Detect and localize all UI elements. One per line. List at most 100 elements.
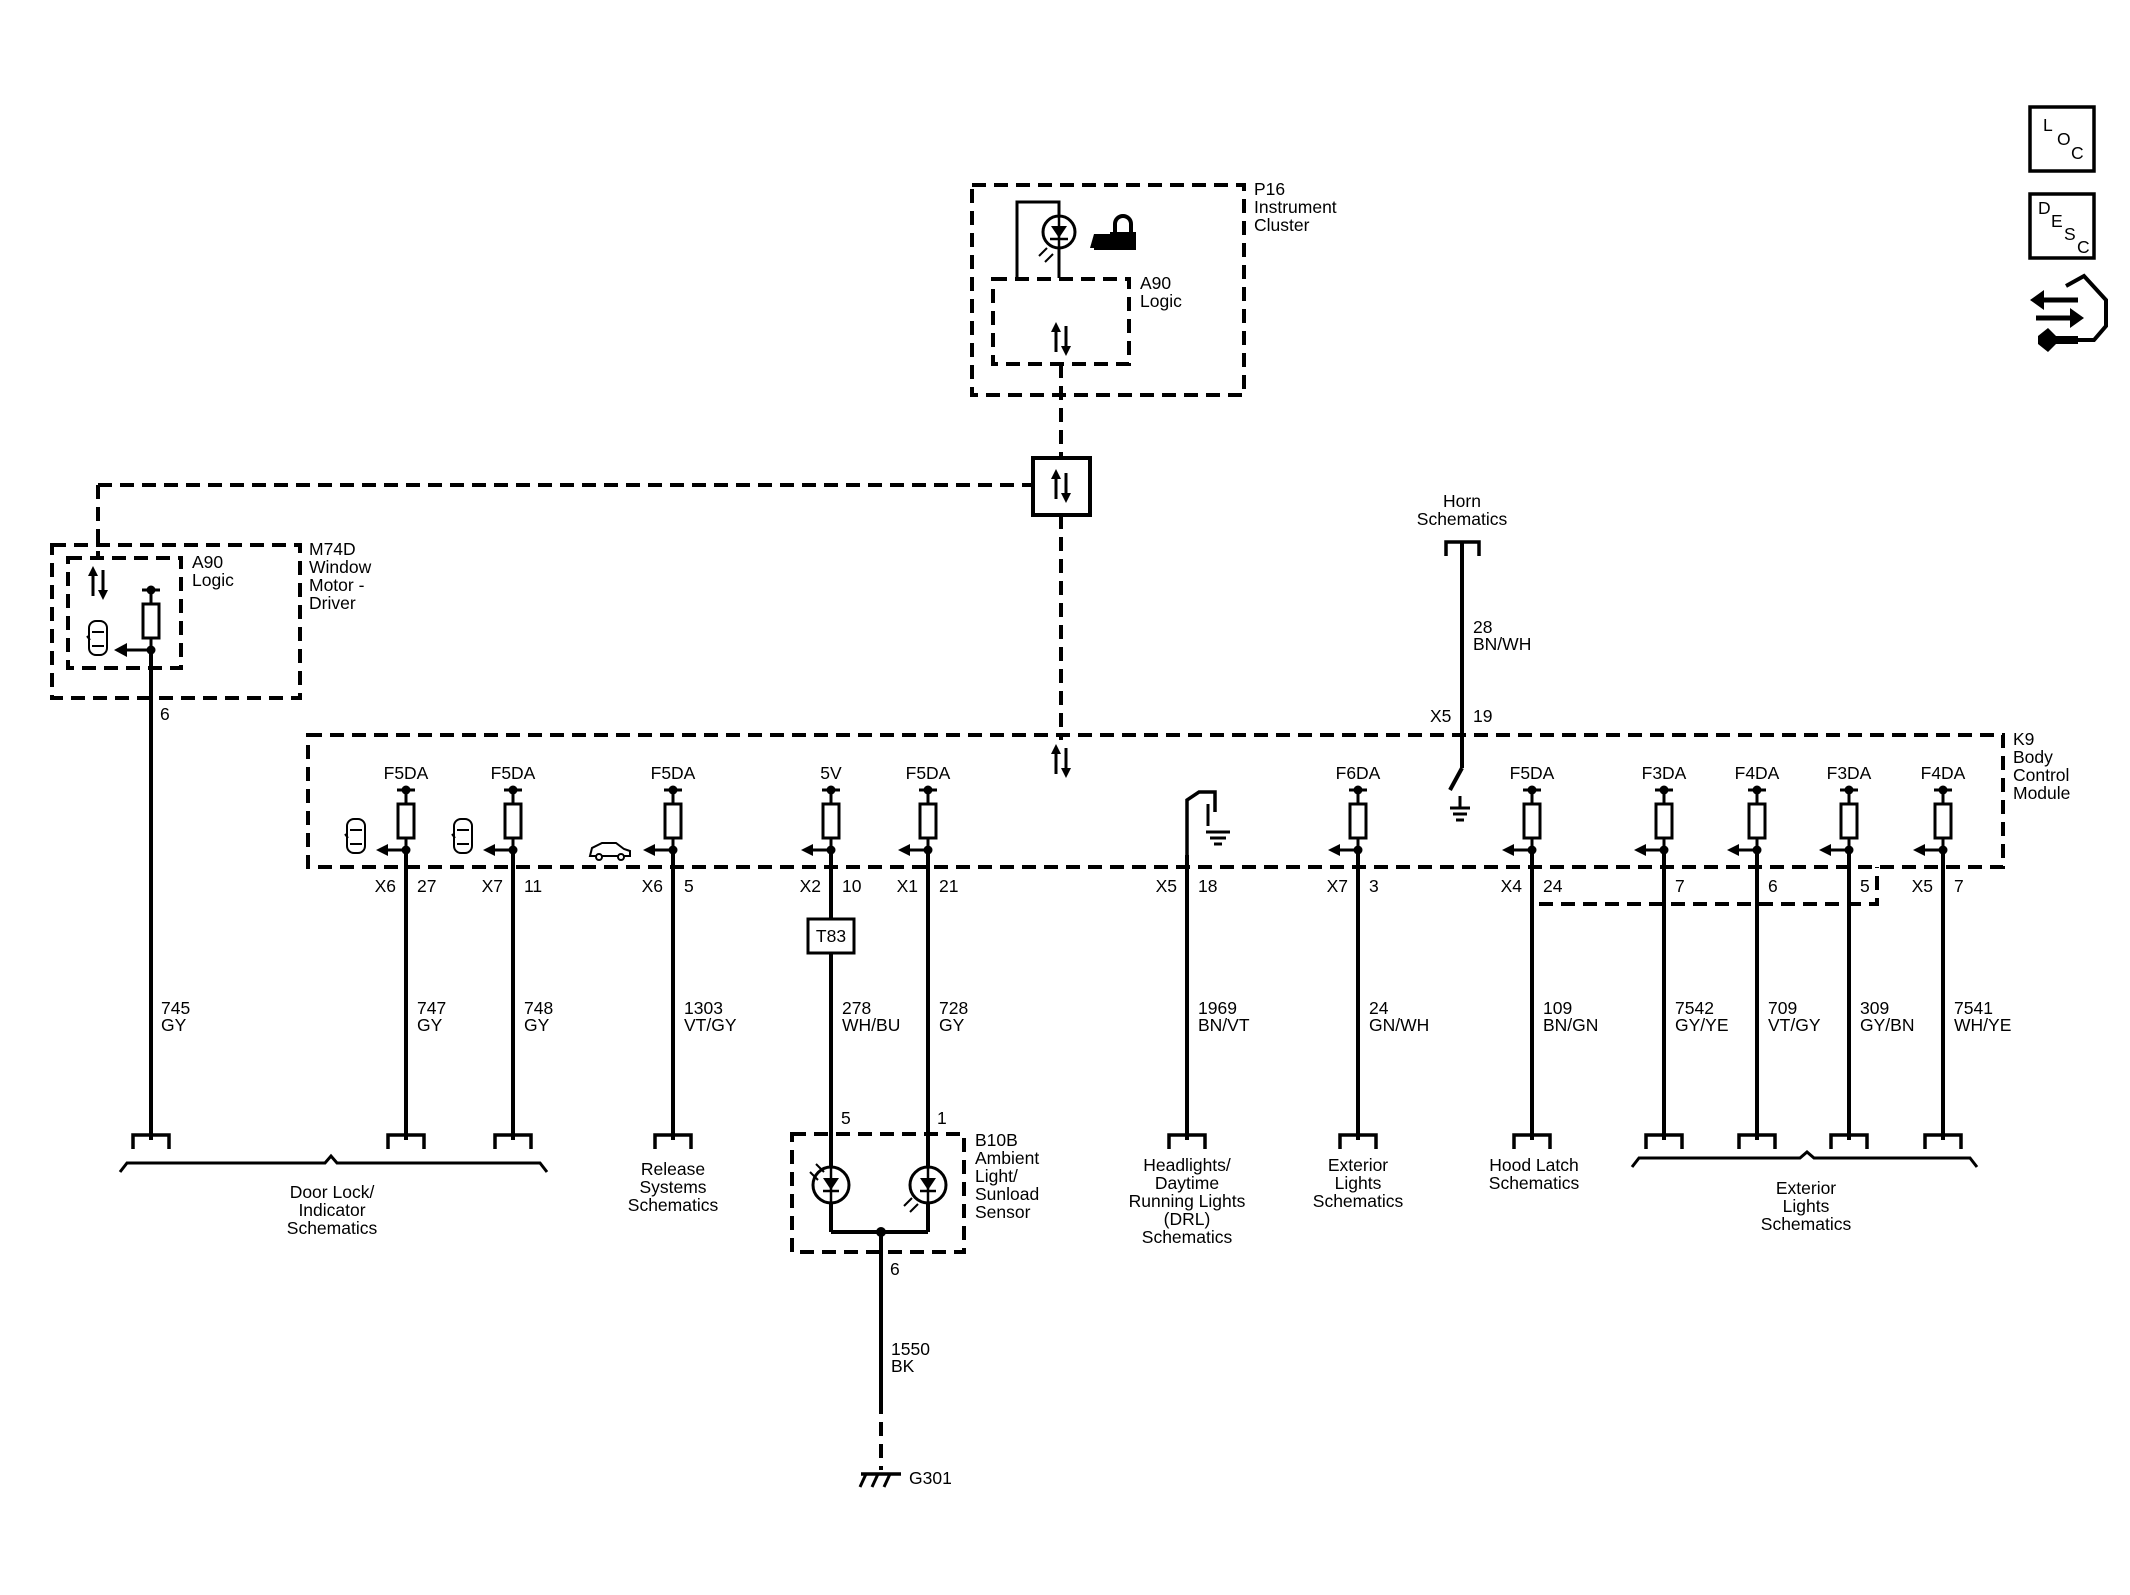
loc-button[interactable]: L O C <box>2028 105 2096 173</box>
svg-text:Instrument: Instrument <box>1254 197 1337 217</box>
fuse-icon <box>1653 784 1675 856</box>
svg-text:Schematics: Schematics <box>1489 1173 1580 1193</box>
wire-color: GN/WH <box>1369 1015 1429 1035</box>
pin-label: 5 <box>1860 876 1870 896</box>
svg-text:1550: 1550 <box>891 1339 930 1359</box>
svg-text:L: L <box>2043 115 2053 135</box>
exterior-lights-schematics-link[interactable]: Exterior Lights Schematics <box>1761 1178 1852 1234</box>
b10b-ambient-light-sunload-sensor[interactable]: B10B Ambient Light/ Sunload Sensor 5 1 <box>790 1108 1039 1254</box>
output-arrow-icon <box>483 844 495 856</box>
svg-text:Schematics: Schematics <box>287 1218 378 1238</box>
fuse-icon <box>1521 784 1543 856</box>
svg-text:Window: Window <box>309 557 372 577</box>
circuit-number: 709 <box>1768 998 1797 1018</box>
svg-text:GY: GY <box>161 1015 187 1035</box>
svg-text:Headlights/: Headlights/ <box>1143 1155 1231 1175</box>
driver-supply-label: F3DA <box>1642 763 1687 783</box>
output-arrow-icon <box>643 844 655 856</box>
photodiode-icon <box>908 1165 948 1205</box>
svg-text:Exterior: Exterior <box>1776 1178 1836 1198</box>
release-systems-schematics-link[interactable]: Release Systems Schematics <box>628 1159 719 1215</box>
output-arrow-icon <box>801 844 813 856</box>
svg-text:Sensor: Sensor <box>975 1202 1031 1222</box>
svg-text:Ambient: Ambient <box>975 1148 1039 1168</box>
circuit-number: 278 <box>842 998 871 1018</box>
connector-label: X5 <box>1156 876 1177 896</box>
svg-text:Control: Control <box>2013 765 2069 785</box>
fuse-icon <box>502 784 524 856</box>
wire-color: VT/GY <box>1768 1015 1821 1035</box>
door-lock-indicator-schematics-link[interactable]: Door Lock/ Indicator Schematics <box>287 1182 378 1238</box>
svg-text:Door Lock/: Door Lock/ <box>290 1182 375 1202</box>
svg-text:Exterior: Exterior <box>1328 1155 1388 1175</box>
circuit-number: 747 <box>417 998 446 1018</box>
serial-data-icon <box>1049 742 1073 780</box>
driver-supply-label: 5V <box>820 763 842 783</box>
circuit-number: 748 <box>524 998 553 1018</box>
p16-instrument-cluster[interactable]: P16 Instrument Cluster A90 Logic <box>970 179 1337 397</box>
pin-label: 21 <box>939 876 958 896</box>
m74d-window-motor-driver[interactable]: M74D Window Motor - Driver A90 Logic <box>50 539 372 700</box>
hood-latch-schematics-link[interactable]: Hood Latch Schematics <box>1489 1155 1580 1193</box>
k9-body-control-module[interactable]: K9 Body Control Module <box>306 729 2070 869</box>
exterior-lights-schematics-link[interactable]: Exterior Lights Schematics <box>1313 1155 1404 1211</box>
svg-text:(DRL): (DRL) <box>1164 1209 1211 1229</box>
driver-supply-label: F5DA <box>1510 763 1555 783</box>
horn-relay-switch <box>1448 740 1470 822</box>
svg-text:D: D <box>2038 198 2051 218</box>
connector-label: X6 <box>375 876 396 896</box>
circuit-number: 109 <box>1543 998 1572 1018</box>
fuse-icon <box>1932 784 1954 856</box>
serial-data-splice[interactable] <box>1031 456 1092 517</box>
output-arrow-icon <box>376 844 388 856</box>
connector-label: X5 <box>1912 876 1933 896</box>
svg-text:G301: G301 <box>909 1468 952 1488</box>
pinout-connector-icon[interactable] <box>2030 273 2108 352</box>
svg-text:6: 6 <box>160 704 170 724</box>
pin-label: 24 <box>1543 876 1563 896</box>
t83-connector[interactable]: T83 <box>806 917 856 955</box>
svg-text:Systems: Systems <box>639 1177 706 1197</box>
svg-text:Lights: Lights <box>1335 1173 1382 1193</box>
svg-text:5: 5 <box>841 1108 851 1128</box>
svg-text:C: C <box>2071 143 2084 163</box>
svg-text:A90: A90 <box>192 552 223 572</box>
svg-text:Indicator: Indicator <box>298 1200 365 1220</box>
svg-text:E: E <box>2051 211 2063 231</box>
drl-schematics-link[interactable]: Headlights/ Daytime Running Lights (DRL)… <box>1129 1155 1246 1247</box>
driver-supply-label: F5DA <box>491 763 536 783</box>
svg-text:X5: X5 <box>1430 706 1451 726</box>
driver-supply-label: F5DA <box>906 763 951 783</box>
door-car-icon <box>344 818 366 854</box>
pin-label: 27 <box>417 876 436 896</box>
svg-text:O: O <box>2057 129 2071 149</box>
horn-schematics-link[interactable]: Horn Schematics <box>1417 491 1508 556</box>
serial-data-icon <box>86 564 110 602</box>
wire-color: BN/GN <box>1543 1015 1598 1035</box>
svg-text:Sunload: Sunload <box>975 1184 1039 1204</box>
circuit-number: 728 <box>939 998 968 1018</box>
wire-color: GY <box>417 1015 443 1035</box>
svg-text:Schematics: Schematics <box>1142 1227 1233 1247</box>
svg-text:A90: A90 <box>1140 273 1171 293</box>
pin-label: 6 <box>1768 876 1778 896</box>
pin-label: 7 <box>1954 876 1964 896</box>
fuse-icon <box>395 784 417 856</box>
desc-button[interactable]: D E S C <box>2028 192 2096 260</box>
output-arrow-icon <box>1913 844 1925 856</box>
serial-data-icon <box>1049 320 1073 358</box>
driver-supply-label: F5DA <box>651 763 696 783</box>
